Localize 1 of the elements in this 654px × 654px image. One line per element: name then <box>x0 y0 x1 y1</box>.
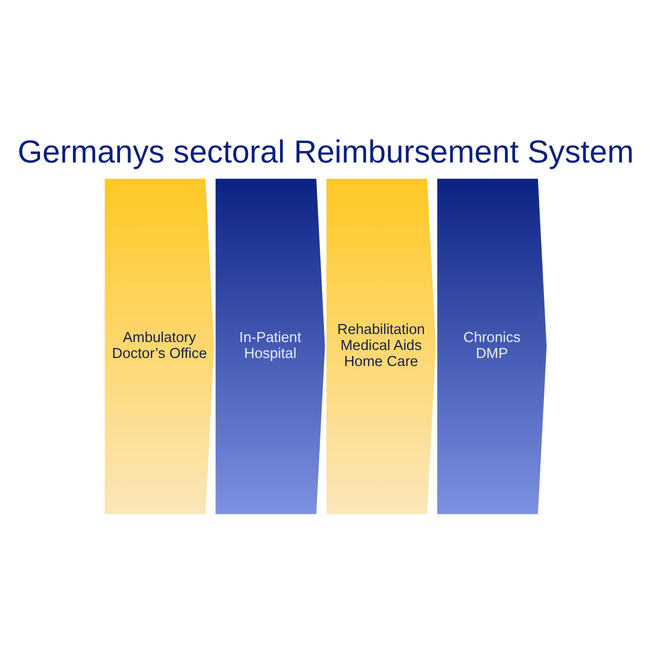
diagram-title: Germanys sectoral Reimbursement System <box>18 132 634 169</box>
